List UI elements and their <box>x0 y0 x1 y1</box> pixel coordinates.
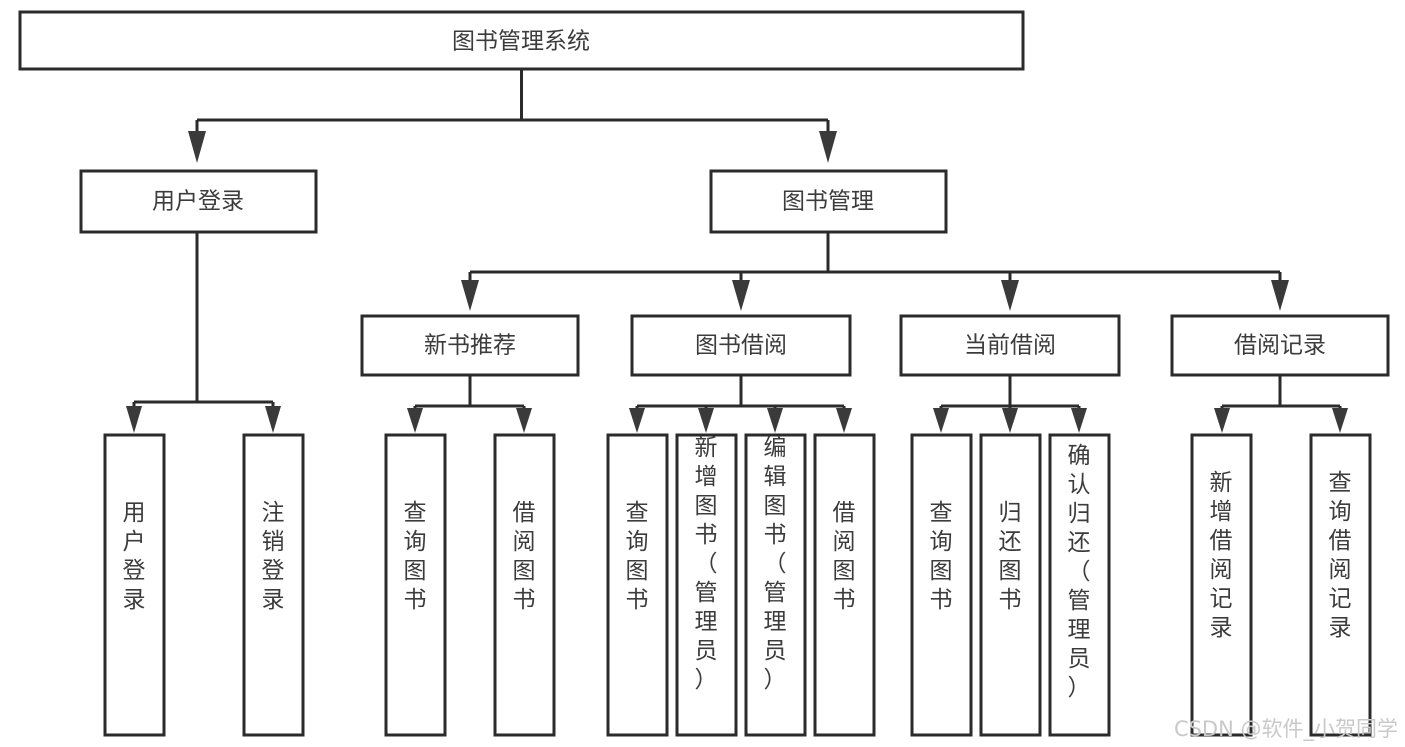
node-root-system[interactable]: 图书管理系统 <box>18 10 1025 71</box>
connector-group-root <box>188 69 837 163</box>
node-leaf-book-borrow-1-label: 查询图书 <box>626 500 649 613</box>
node-leaf-borrow-records-1-box[interactable] <box>1190 433 1253 737</box>
node-book-borrow-label: 图书借阅 <box>695 333 787 359</box>
arrow-user-login-leaf-2 <box>265 406 281 433</box>
node-leaf-user-login-2[interactable]: 注销登录 <box>242 433 305 737</box>
node-leaf-new-book-2-label: 借阅图书 <box>513 500 536 613</box>
node-leaf-current-borrow-3-box[interactable] <box>1048 433 1111 737</box>
node-leaf-book-borrow-4[interactable]: 借阅图书 <box>813 433 876 737</box>
node-current-borrow-label: 当前借阅 <box>964 333 1056 359</box>
node-leaf-borrow-records-1[interactable]: 新增借阅记录 <box>1190 433 1253 737</box>
node-new-book-recommend-box[interactable] <box>360 314 580 377</box>
arrow-root-to-book-mgmt <box>819 131 837 163</box>
node-leaf-user-login-1-box[interactable] <box>103 433 166 737</box>
connector-group-borrow-records <box>1214 375 1348 433</box>
node-leaf-current-borrow-1[interactable]: 查询图书 <box>910 433 973 737</box>
arrow-book-borrow-leaf-1 <box>629 408 645 433</box>
node-leaf-current-borrow-1-box[interactable] <box>910 433 973 737</box>
node-borrow-records-box[interactable] <box>1170 314 1390 377</box>
node-user-login-box[interactable] <box>79 169 318 234</box>
node-leaf-current-borrow-2-label: 归还图书 <box>999 500 1022 613</box>
node-book-management[interactable]: 图书管理 <box>709 169 948 234</box>
node-leaf-new-book-1-label: 查询图书 <box>404 500 427 613</box>
node-current-borrow[interactable]: 当前借阅 <box>899 314 1121 377</box>
node-leaf-current-borrow-2[interactable]: 归还图书 <box>979 433 1042 737</box>
arrow-current-borrow-leaf-2 <box>1002 408 1018 433</box>
arrow-book-borrow-leaf-3 <box>767 408 783 433</box>
arrow-current-borrow-leaf-1 <box>933 408 949 433</box>
arrow-book-borrow-leaf-4 <box>836 408 852 433</box>
arrow-borrow-records-leaf-1 <box>1214 408 1230 433</box>
arrow-root-to-user-login <box>188 131 206 163</box>
node-leaf-book-borrow-2[interactable]: 新增图书（管理员） <box>675 433 738 737</box>
arrow-book-mgmt-child-2 <box>732 280 750 311</box>
node-leaf-book-borrow-4-box[interactable] <box>813 433 876 737</box>
node-book-borrow[interactable]: 图书借阅 <box>630 314 852 377</box>
connector-group-user-login <box>126 232 281 433</box>
node-leaf-new-book-1-box[interactable] <box>384 433 447 737</box>
node-leaf-book-borrow-4-label: 借阅图书 <box>833 500 856 613</box>
node-leaf-book-borrow-3-label: 编辑图书（管理员） <box>764 435 787 693</box>
node-leaf-book-borrow-1[interactable]: 查询图书 <box>606 433 669 737</box>
node-leaf-user-login-1[interactable]: 用户登录 <box>103 433 166 737</box>
node-user-login-label: 用户登录 <box>152 189 244 215</box>
node-leaf-user-login-2-box[interactable] <box>242 433 305 737</box>
node-leaf-borrow-records-2-box[interactable] <box>1309 433 1372 737</box>
node-book-borrow-box[interactable] <box>630 314 852 377</box>
node-leaf-current-borrow-3-label: 确认归还（管理员） <box>1068 443 1091 701</box>
node-leaf-borrow-records-2[interactable]: 查询借阅记录 <box>1309 433 1372 737</box>
node-book-management-box[interactable] <box>709 169 948 234</box>
node-leaf-new-book-2[interactable]: 借阅图书 <box>493 433 556 737</box>
arrow-new-book-leaf-1 <box>407 408 423 433</box>
arrow-borrow-records-leaf-2 <box>1332 408 1348 433</box>
connector-group-book-borrow <box>629 375 852 433</box>
node-leaf-current-borrow-3[interactable]: 确认归还（管理员） <box>1048 433 1111 737</box>
arrow-current-borrow-leaf-3 <box>1071 408 1087 433</box>
connector-group-current-borrow <box>933 375 1087 433</box>
node-leaf-user-login-2-label: 注销登录 <box>262 500 285 613</box>
node-leaf-book-borrow-2-label: 新增图书（管理员） <box>695 435 718 693</box>
arrow-new-book-leaf-2 <box>516 408 532 433</box>
node-leaf-current-borrow-1-label: 查询图书 <box>930 500 953 613</box>
node-borrow-records-label: 借阅记录 <box>1234 333 1326 359</box>
arrow-book-mgmt-child-3 <box>1001 280 1019 311</box>
node-leaf-current-borrow-2-box[interactable] <box>979 433 1042 737</box>
csdn-watermark: CSDN @软件_小贺同学 <box>1174 717 1398 742</box>
node-new-book-recommend[interactable]: 新书推荐 <box>360 314 580 377</box>
node-book-management-label: 图书管理 <box>782 189 874 215</box>
node-root-system-box[interactable] <box>18 10 1025 71</box>
node-leaf-borrow-records-2-label: 查询借阅记录 <box>1329 470 1352 641</box>
node-leaf-new-book-1[interactable]: 查询图书 <box>384 433 447 737</box>
connector-group-book-mgmt <box>461 232 1289 311</box>
node-root-system-label: 图书管理系统 <box>452 29 590 55</box>
node-leaf-user-login-1-label: 用户登录 <box>123 500 146 613</box>
arrow-book-mgmt-child-1 <box>461 280 479 311</box>
arrow-user-login-leaf-1 <box>126 406 142 433</box>
node-leaf-book-borrow-3[interactable]: 编辑图书（管理员） <box>744 433 807 737</box>
node-leaf-book-borrow-2-box[interactable] <box>675 433 738 737</box>
node-borrow-records[interactable]: 借阅记录 <box>1170 314 1390 377</box>
connector-group-new-book <box>407 375 532 433</box>
node-leaf-book-borrow-3-box[interactable] <box>744 433 807 737</box>
node-user-login[interactable]: 用户登录 <box>79 169 318 234</box>
node-leaf-book-borrow-1-box[interactable] <box>606 433 669 737</box>
node-leaf-new-book-2-box[interactable] <box>493 433 556 737</box>
arrow-book-borrow-leaf-2 <box>698 408 714 433</box>
node-leaf-borrow-records-1-label: 新增借阅记录 <box>1210 470 1233 641</box>
arrow-book-mgmt-child-4 <box>1271 280 1289 311</box>
node-current-borrow-box[interactable] <box>899 314 1121 377</box>
node-new-book-recommend-label: 新书推荐 <box>424 333 516 359</box>
